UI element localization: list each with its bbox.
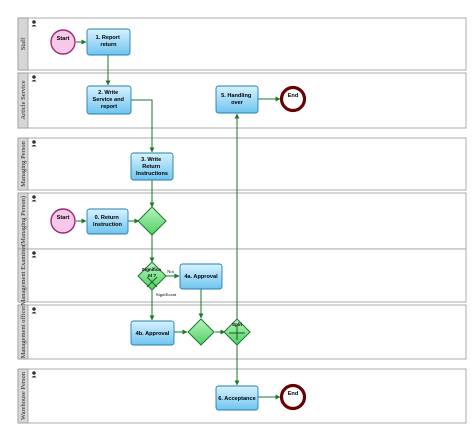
lane-title: Management Examiner <box>20 244 27 306</box>
person-icon <box>31 75 37 82</box>
person-icon <box>31 307 37 314</box>
svg-text:1. Report return: 1. Report return <box>96 35 122 48</box>
start-event-2[interactable]: Start <box>50 208 76 234</box>
task-acceptance[interactable]: 6. Acceptance <box>215 385 259 411</box>
task-label-line: 4b. Approval <box>136 331 170 337</box>
lane-title: Warehouse Person <box>20 371 27 420</box>
lane-title: Staff <box>20 37 27 50</box>
person-icon <box>31 371 37 378</box>
task-label-line: 5. Handling <box>221 93 252 99</box>
end-event-label: End <box>288 391 299 397</box>
flow-t2-t3 <box>131 99 155 153</box>
person-icon <box>31 251 37 258</box>
lane-management-examiner: Management Examiner <box>17 244 467 306</box>
lane-title: (Managing Person) <box>20 196 27 246</box>
task-label-line: 1. Report <box>96 35 120 41</box>
lane-staff: Staff <box>17 17 467 71</box>
person-icon <box>31 195 37 202</box>
task-return-instruction[interactable]: 0. Return Instruction <box>86 208 129 235</box>
task-label-line: 4a. Approval <box>184 274 218 280</box>
gateway-merge-3[interactable] <box>187 318 215 346</box>
end-event-1[interactable]: End <box>279 85 307 113</box>
task-approval-4b[interactable]: 4b. Approval <box>130 320 175 346</box>
task-label-line: 6. Acceptance <box>218 396 255 402</box>
gateway-significant[interactable]: Significa nt ? <box>137 261 167 291</box>
lane-title: Article Service <box>20 80 27 119</box>
start-event-1[interactable]: Start <box>50 29 76 55</box>
end-event-label: End <box>288 93 299 99</box>
sequence-flows <box>76 39 281 400</box>
plus-icon <box>229 325 245 340</box>
task-label-line: Instruction <box>93 222 122 228</box>
task-label-line: Service and <box>93 97 125 103</box>
svg-text:0. Return Instruction: 0. Return Instruction <box>93 215 122 228</box>
task-write-return-instructions[interactable]: 3. Write Return Instructions <box>130 152 174 181</box>
flow-label-not: Not <box>167 269 175 274</box>
x-icon <box>146 276 158 288</box>
svg-text:5. Handling over: 5. Handling over <box>221 93 253 106</box>
end-event-2[interactable]: End <box>279 383 307 411</box>
task-label-line: report <box>101 104 117 110</box>
svg-text:Split: Split <box>232 322 242 327</box>
task-report-return[interactable]: 1. Report return <box>86 28 131 56</box>
gateway-label-line: Split <box>232 322 242 327</box>
start-event-label: Start <box>57 215 70 221</box>
person-icon <box>31 140 37 147</box>
gateway-merge-1[interactable] <box>137 206 167 236</box>
svg-text:6. Acceptance: 6. Acceptance <box>218 396 255 402</box>
lane-managing-person: Managing Person <box>17 137 467 191</box>
task-handling-over[interactable]: 5. Handling over <box>215 85 259 114</box>
task-label-line: 0. Return <box>95 215 120 221</box>
gateway-label-line: nt ? <box>148 273 157 278</box>
flow-label-significant: Significant <box>156 292 177 297</box>
task-label-line: over <box>231 100 244 106</box>
svg-text:Significa nt ?: Significa nt ? <box>142 267 162 278</box>
lane-title: Managing Person <box>20 140 27 186</box>
task-write-service-report[interactable]: 2. Write Service and report <box>86 85 132 115</box>
svg-text:4b. Approval: 4b. Approval <box>136 331 170 337</box>
lane-management-officer: Management officer <box>17 304 467 360</box>
svg-text:3. Write Return In: 3. Write Return Instructions <box>136 157 168 177</box>
task-label-line: 2. Write <box>98 90 118 96</box>
lane-title: Management officer <box>20 305 27 359</box>
task-label-line: Instructions <box>136 171 168 177</box>
task-label-line: Return <box>142 164 161 170</box>
gateway-split[interactable]: Split <box>223 318 251 346</box>
svg-text:2. Write Service and: 2. Write Service and report <box>93 90 126 110</box>
start-event-label: Start <box>57 36 70 42</box>
task-approval-4a[interactable]: 4a. Approval <box>179 263 223 290</box>
svg-text:4a. Approval: 4a. Approval <box>184 274 218 280</box>
task-label-line: return <box>100 42 117 48</box>
gateway-label-line: Significa <box>142 267 162 272</box>
person-icon <box>31 20 37 27</box>
task-label-line: 3. Write <box>141 157 161 163</box>
